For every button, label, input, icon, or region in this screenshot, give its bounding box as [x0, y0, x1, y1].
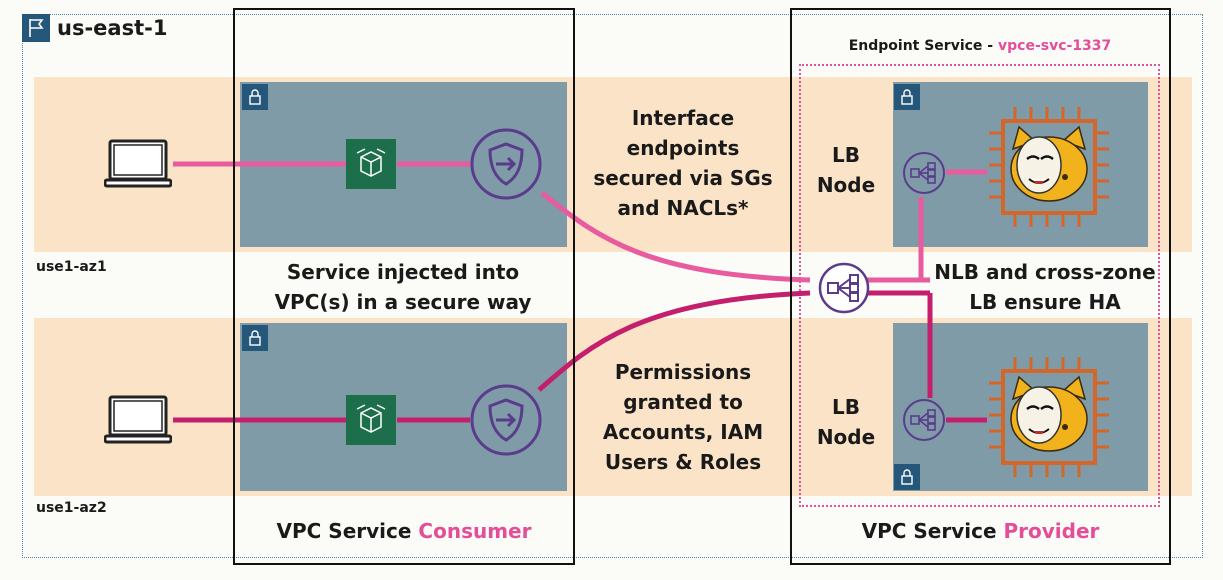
endpoint-service-boundary	[799, 64, 1160, 507]
nlb-ha-text: NLB and cross-zone LB ensure HA	[934, 260, 1156, 314]
consumer-subnet-az2	[240, 323, 567, 491]
interface-endpoint-icon	[470, 128, 542, 200]
laptop-icon	[104, 395, 172, 444]
consumer-label: VPC Service Consumer	[276, 519, 532, 543]
vpc-provider-box	[790, 8, 1171, 565]
lb-node-icon	[903, 399, 945, 441]
lock-icon	[242, 325, 268, 351]
endpoint-service-icon	[346, 139, 396, 189]
vpc-consumer-box	[233, 8, 575, 565]
flag-icon	[22, 14, 50, 42]
lock-icon	[894, 84, 920, 110]
lb-node-label: LB Node	[816, 395, 876, 449]
laptop-icon	[104, 139, 172, 188]
lb-node-label: LB Node	[816, 143, 876, 197]
network-load-balancer-icon	[818, 262, 870, 314]
ec2-instance-icon	[989, 107, 1109, 227]
ec2-instance-icon	[989, 357, 1109, 477]
az2-label: use1-az2	[36, 500, 107, 516]
interface-endpoint-icon	[470, 384, 542, 456]
lock-icon	[242, 84, 268, 110]
region-label: us-east-1	[57, 16, 168, 40]
endpoint-service-icon	[346, 395, 396, 445]
permissions-text: Permissions granted to Accounts, IAM Use…	[602, 360, 764, 474]
region-boundary	[22, 14, 1203, 558]
endpoint-service-title: Endpoint Service - vpce-svc-1337	[848, 38, 1112, 54]
lb-node-icon	[903, 152, 945, 194]
mascot-image	[1010, 125, 1088, 202]
az1-label: use1-az1	[36, 259, 107, 275]
service-injected-text: Service injected into VPC(s) in a secure…	[274, 260, 532, 314]
mascot-image	[1010, 375, 1088, 452]
interface-endpoints-text: Interface endpoints secured via SGs and …	[593, 106, 773, 220]
lock-icon	[894, 464, 920, 490]
provider-label: VPC Service Provider	[861, 519, 1100, 543]
